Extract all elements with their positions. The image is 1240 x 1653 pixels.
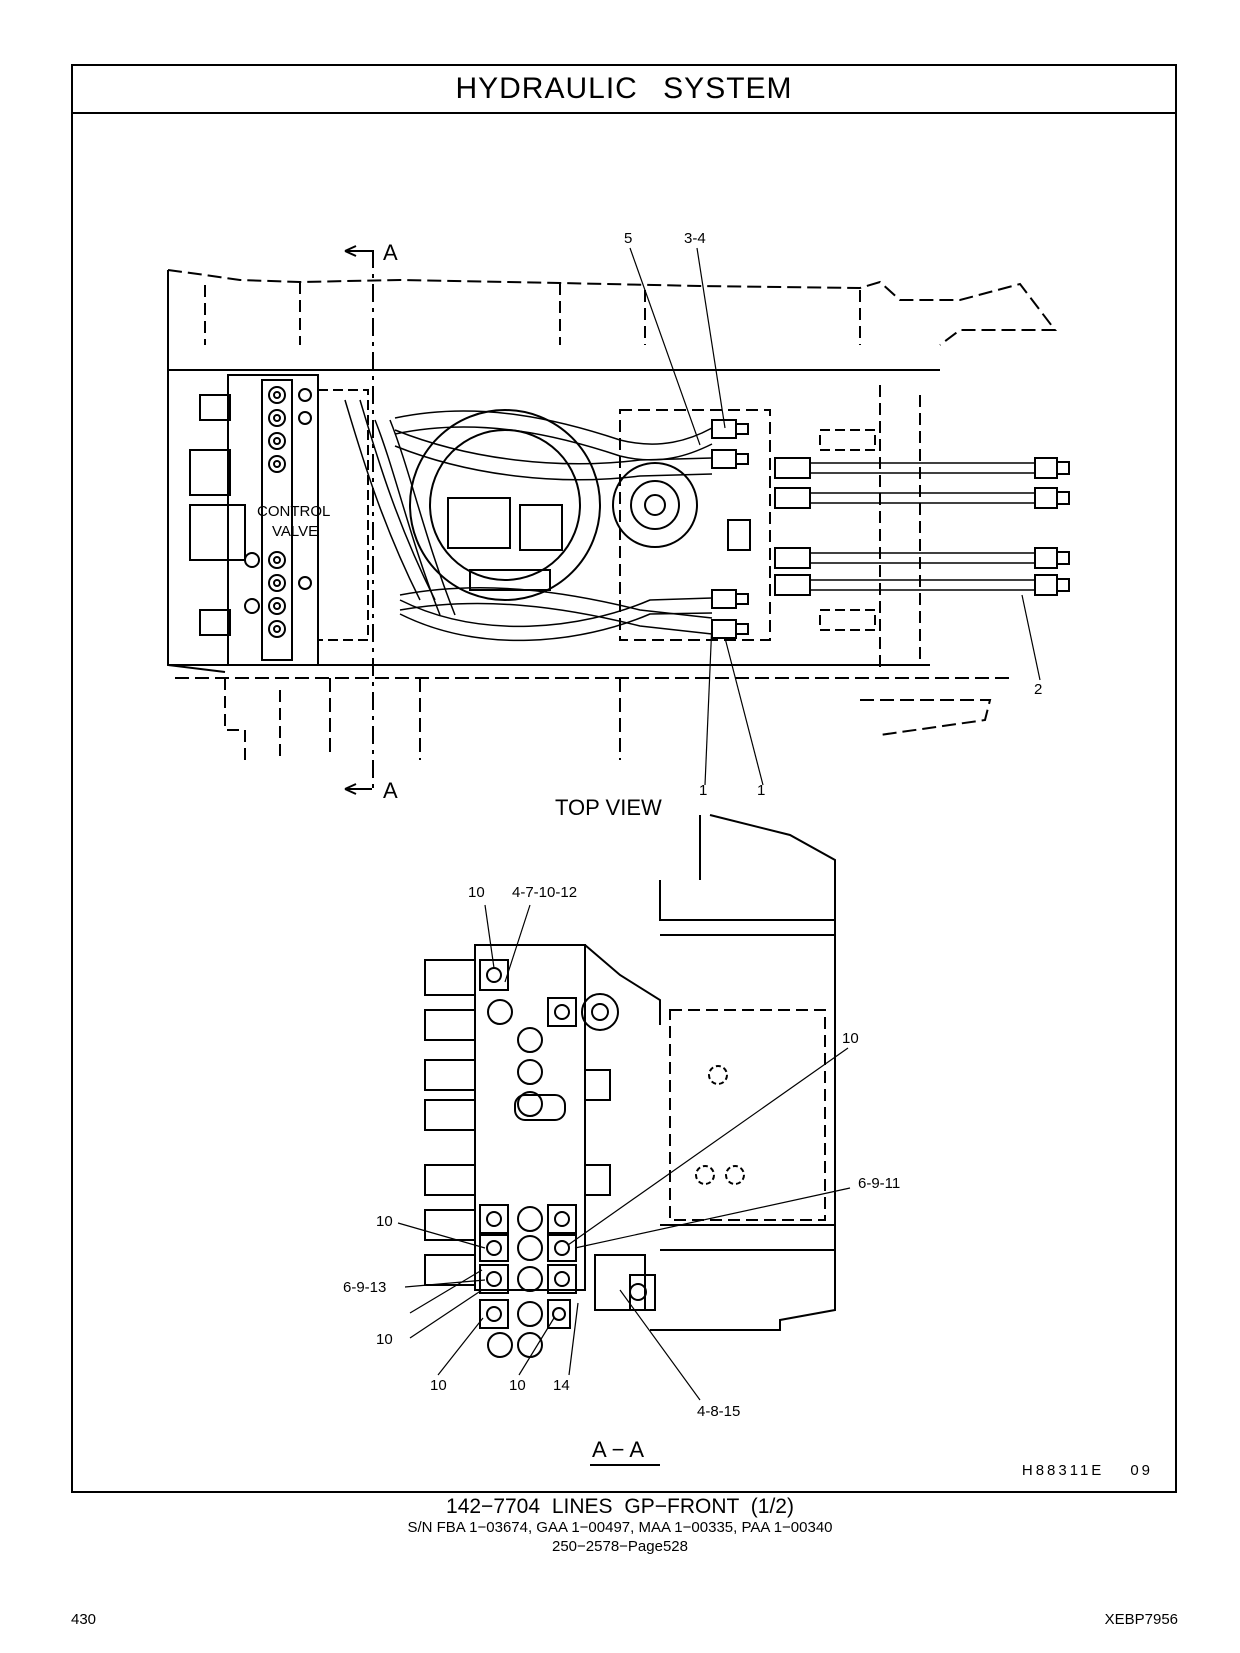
callout-top-10: 10 [468, 884, 485, 901]
swing-motor-port [519, 504, 563, 551]
footer-serials: S/N FBA 1−03674, GAA 1−00497, MAA 1−0033… [407, 1519, 833, 1536]
section-arrow-bottom [344, 783, 372, 795]
callout-4-8-15: 4-8-15 [697, 1403, 740, 1420]
swing-bearing-outer [409, 409, 601, 601]
frame-hole-2 [695, 1165, 715, 1185]
callout-left-10b: 10 [376, 1331, 393, 1348]
frame-hole-3 [725, 1165, 745, 1185]
swivel-outer [612, 462, 698, 548]
drawing-code-number: H88311E [1021, 1462, 1105, 1479]
valve-side-block-3 [199, 394, 231, 421]
callout-left-10a: 10 [376, 1213, 393, 1230]
callout-3-4: 3-4 [684, 230, 706, 247]
callout-14: 14 [553, 1377, 570, 1394]
solenoid-right-2 [584, 1164, 611, 1196]
relief-block [594, 1254, 646, 1311]
section-arrow-top [344, 245, 372, 257]
section-frame-dashed [669, 1009, 826, 1221]
right-crossmember [879, 385, 921, 670]
frame-lower-members [329, 678, 992, 760]
swing-motor [447, 497, 511, 549]
solenoid-7 [424, 1254, 476, 1286]
callout-4-7-10-12: 4-7-10-12 [512, 884, 577, 901]
swivel-inner [630, 480, 680, 530]
section-marker-top: A [383, 240, 398, 265]
footer-page-ref: 250−2578−Page528 [552, 1538, 688, 1555]
frame-hole-1 [708, 1065, 728, 1085]
valve-side-block-2 [189, 449, 231, 496]
section-aa [397, 814, 851, 1401]
callout-bottom-10a: 10 [430, 1377, 447, 1394]
page-title: HYDRAULIC SYSTEM [455, 72, 793, 105]
swivel-core [644, 494, 666, 516]
section-valve-body [474, 944, 586, 1291]
relief-block-small [629, 1274, 656, 1311]
frame-outline-top [167, 269, 1058, 346]
section-caption: A − A [592, 1437, 644, 1462]
valve-side-block-4 [199, 609, 231, 636]
solenoid-6 [424, 1209, 476, 1241]
control-valve-spool-stack [261, 379, 293, 661]
section-frame-outline [650, 814, 836, 1331]
hose-lines [344, 399, 713, 642]
footer-title: 142−7704 LINES GP−FRONT (1/2) [446, 1495, 794, 1518]
callout-6-9-11: 6-9-11 [858, 1175, 900, 1192]
valve-side-block [189, 504, 246, 561]
solenoid-right-1 [584, 1069, 611, 1101]
control-valve-label-2: VALVE [272, 523, 318, 540]
top-view-leaders [629, 247, 1041, 786]
frame-left-edge [167, 270, 226, 673]
valve-dashed-outline [317, 389, 369, 641]
callout-5: 5 [624, 230, 632, 247]
callout-2: 2 [1034, 681, 1042, 698]
section-valve-cap [584, 944, 661, 1025]
callout-1b: 1 [757, 782, 765, 799]
page-number: 430 [71, 1611, 97, 1628]
top-view [167, 245, 1070, 795]
top-view-caption: TOP VIEW [555, 795, 662, 820]
section-frame-ribs [659, 815, 835, 1251]
solenoid-1 [424, 959, 476, 996]
frame-crossmembers [204, 282, 861, 345]
section-ports [479, 959, 619, 1358]
callout-1a: 1 [699, 782, 707, 799]
swing-motor-base [469, 569, 551, 591]
frame-left-members [224, 678, 281, 760]
clamp-bottom [819, 609, 876, 631]
solenoid-2 [424, 1009, 476, 1041]
solenoid-5 [424, 1164, 476, 1196]
drawing-code-suffix: 09 [1130, 1462, 1153, 1479]
hose-fittings-swivel [711, 419, 749, 639]
control-valve-ports [244, 386, 312, 638]
solenoid-4 [424, 1099, 476, 1131]
relief-plug [629, 1283, 647, 1301]
clamp-top [819, 429, 876, 451]
document-id: XEBP7956 [1104, 1611, 1178, 1628]
drawing-code: H88311E 09 [996, 1462, 1153, 1479]
callout-right-10: 10 [842, 1030, 859, 1047]
callout-bottom-10b: 10 [509, 1377, 526, 1394]
control-valve-label-1: CONTROL [257, 503, 330, 520]
diagram-frame: HYDRAULIC SYSTEM H88311E 09 [71, 64, 1177, 1493]
title-bar: HYDRAULIC SYSTEM [73, 66, 1175, 114]
bracket [727, 519, 751, 551]
swivel-frame [619, 409, 771, 641]
solenoid-3 [424, 1059, 476, 1091]
callout-6-9-13: 6-9-13 [343, 1279, 386, 1296]
boom-lines [774, 457, 1070, 596]
section-leaders [397, 904, 851, 1401]
section-marker-bottom: A [383, 778, 398, 803]
